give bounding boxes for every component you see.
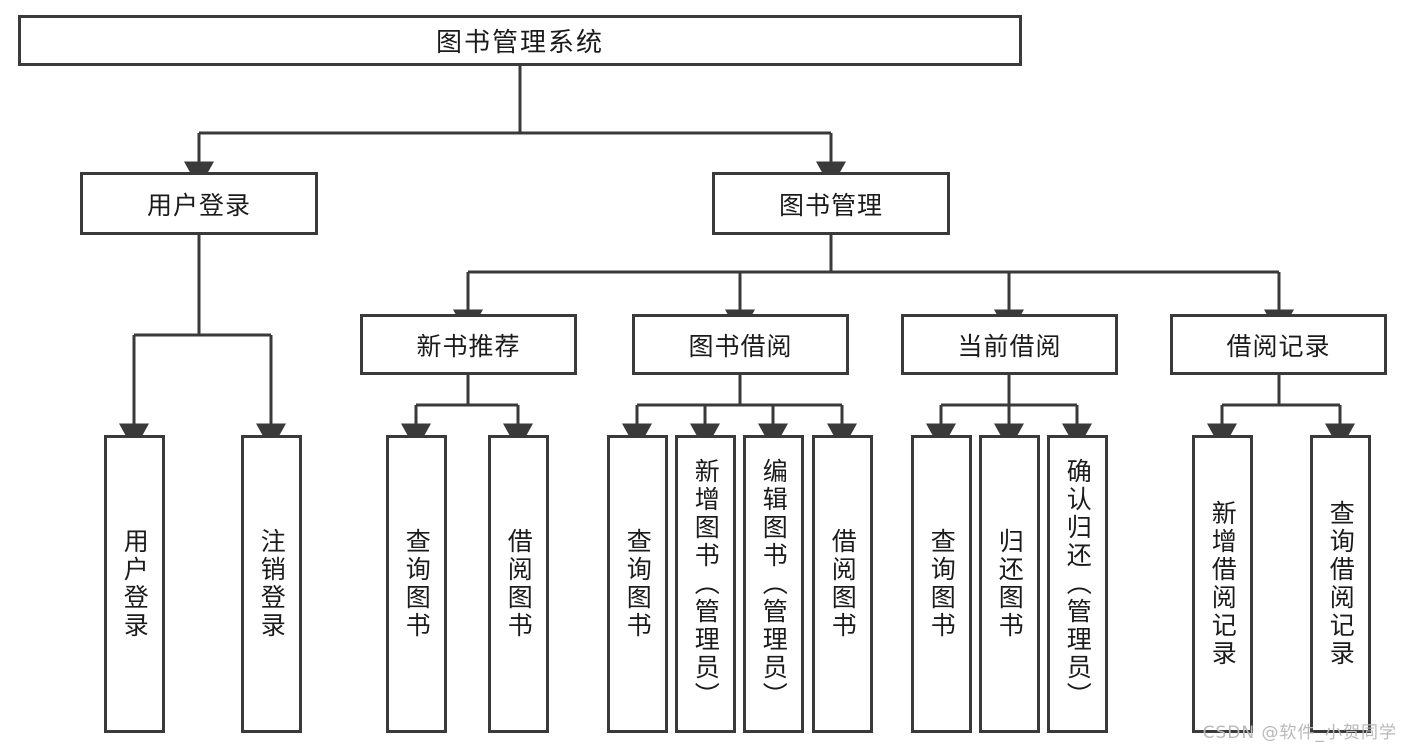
leaf-query-book-borrow-label: 查询图书 [623, 528, 653, 640]
leaf-query-book-new-label: 查询图书 [402, 528, 432, 640]
leaf-borrow-book-label: 借阅图书 [828, 528, 858, 640]
node-root-system[interactable]: 图书管理系统 [18, 15, 1022, 66]
leaf-query-book-borrow[interactable]: 查询图书 [607, 435, 668, 733]
leaf-logout[interactable]: 注销登录 [241, 435, 302, 733]
leaf-return-book-label: 归还图书 [995, 528, 1025, 640]
leaf-logout-label: 注销登录 [257, 528, 287, 640]
leaf-query-book-current[interactable]: 查询图书 [911, 435, 972, 733]
leaf-user-login[interactable]: 用户登录 [104, 435, 165, 733]
leaf-confirm-return-admin[interactable]: 确认归还（管理员） [1047, 435, 1108, 733]
node-book-borrow[interactable]: 图书借阅 [632, 314, 849, 375]
node-user-login[interactable]: 用户登录 [80, 172, 318, 235]
leaf-add-borrow-record-label: 新增借阅记录 [1208, 500, 1238, 668]
leaf-borrow-book-new[interactable]: 借阅图书 [488, 435, 549, 733]
leaf-query-book-new[interactable]: 查询图书 [386, 435, 447, 733]
leaf-edit-book-admin[interactable]: 编辑图书（管理员） [743, 435, 804, 733]
leaf-add-book-admin[interactable]: 新增图书（管理员） [675, 435, 736, 733]
leaf-user-login-label: 用户登录 [120, 528, 150, 640]
leaf-add-book-admin-label: 新增图书（管理员） [691, 458, 721, 710]
leaf-query-book-current-label: 查询图书 [927, 528, 957, 640]
leaf-query-borrow-record-label: 查询借阅记录 [1326, 500, 1356, 668]
node-new-book-recommend[interactable]: 新书推荐 [360, 314, 577, 375]
node-current-borrow[interactable]: 当前借阅 [901, 314, 1118, 375]
leaf-query-borrow-record[interactable]: 查询借阅记录 [1310, 435, 1371, 733]
leaf-confirm-return-admin-label: 确认归还（管理员） [1063, 458, 1093, 710]
leaf-borrow-book-new-label: 借阅图书 [504, 528, 534, 640]
node-borrow-record[interactable]: 借阅记录 [1170, 314, 1387, 375]
leaf-edit-book-admin-label: 编辑图书（管理员） [759, 458, 789, 710]
leaf-add-borrow-record[interactable]: 新增借阅记录 [1192, 435, 1253, 733]
node-book-management[interactable]: 图书管理 [712, 172, 950, 235]
leaf-borrow-book[interactable]: 借阅图书 [812, 435, 873, 733]
leaf-return-book[interactable]: 归还图书 [979, 435, 1040, 733]
